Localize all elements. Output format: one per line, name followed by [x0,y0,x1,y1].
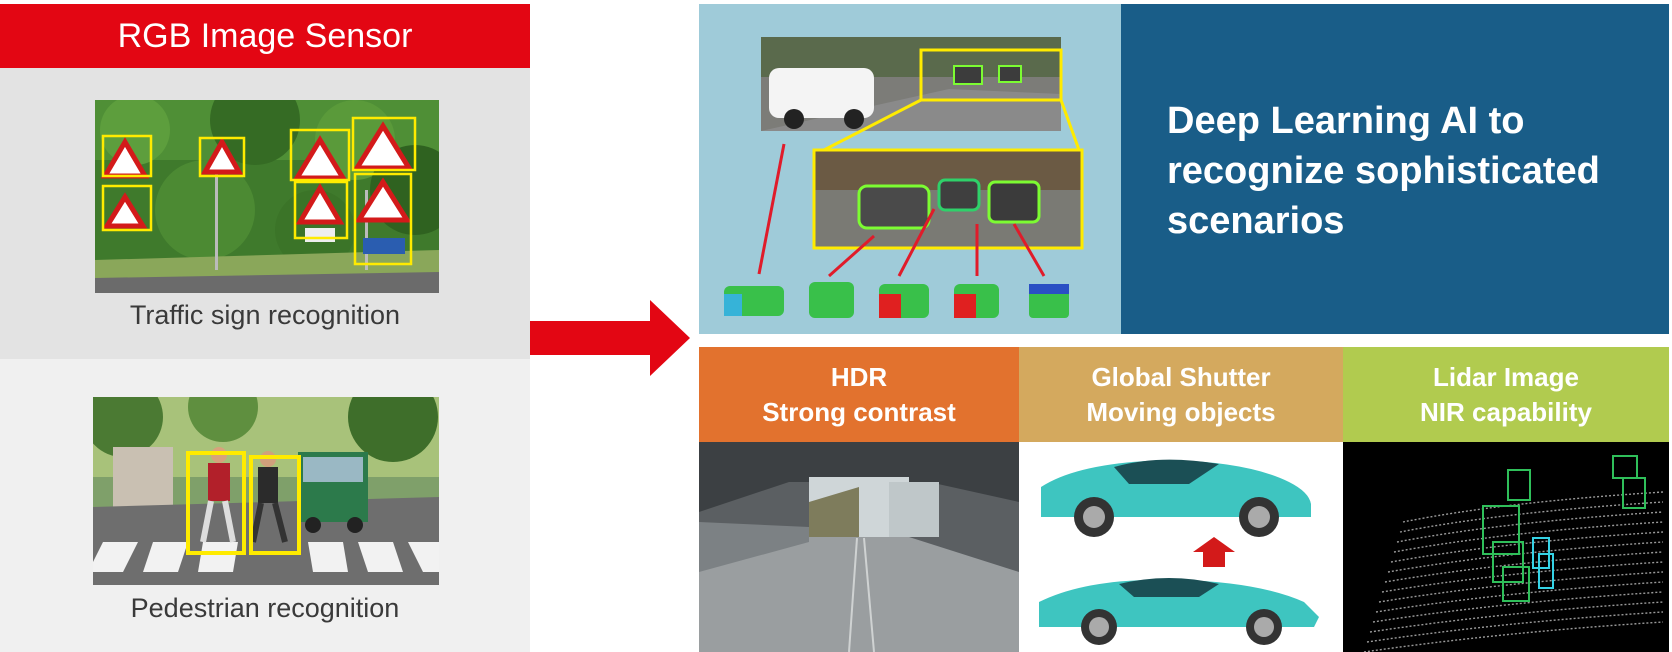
global-shutter-header: Global Shutter Moving objects [1019,347,1343,442]
sports-car-top [1041,459,1311,537]
global-shutter-subtitle: Moving objects [1086,396,1276,427]
traffic-sign-caption: Traffic sign recognition [129,300,401,330]
traffic-sign-photo [95,100,439,293]
global-shutter-image [1019,442,1343,652]
pedestrian-photo [93,397,439,585]
sports-car-bottom [1039,578,1319,645]
car-detection-diagram [724,37,1084,318]
deep-learning-headline: Deep Learning AI to recognize sophistica… [1167,100,1600,242]
pedestrian-caption: Pedestrian recognition [130,593,400,623]
rgb-sensor-header: RGB Image Sensor [0,4,530,68]
lidar-header: Lidar Image NIR capability [1343,347,1669,442]
hdr-tunnel-image [699,442,1019,652]
hdr-title: HDR [830,361,888,392]
deep-learning-text-panel: Deep Learning AI to recognize sophistica… [1121,4,1669,334]
lidar-image [1343,442,1669,652]
rgb-sensor-title: RGB Image Sensor [117,16,413,55]
traffic-sign-panel: Traffic sign recognition [0,68,530,359]
warning-sign-icon [100,121,414,254]
pedestrian-panel: Pedestrian recognition [0,359,530,652]
right-arrow-icon [530,300,690,376]
lidar-title: Lidar Image [1433,361,1579,392]
deep-learning-image-panel [699,4,1121,334]
hdr-header: HDR Strong contrast [699,347,1019,442]
up-arrow-icon [1193,537,1235,567]
lidar-subtitle: NIR capability [1420,396,1592,427]
global-shutter-title: Global Shutter [1091,361,1271,392]
hdr-subtitle: Strong contrast [762,396,956,427]
